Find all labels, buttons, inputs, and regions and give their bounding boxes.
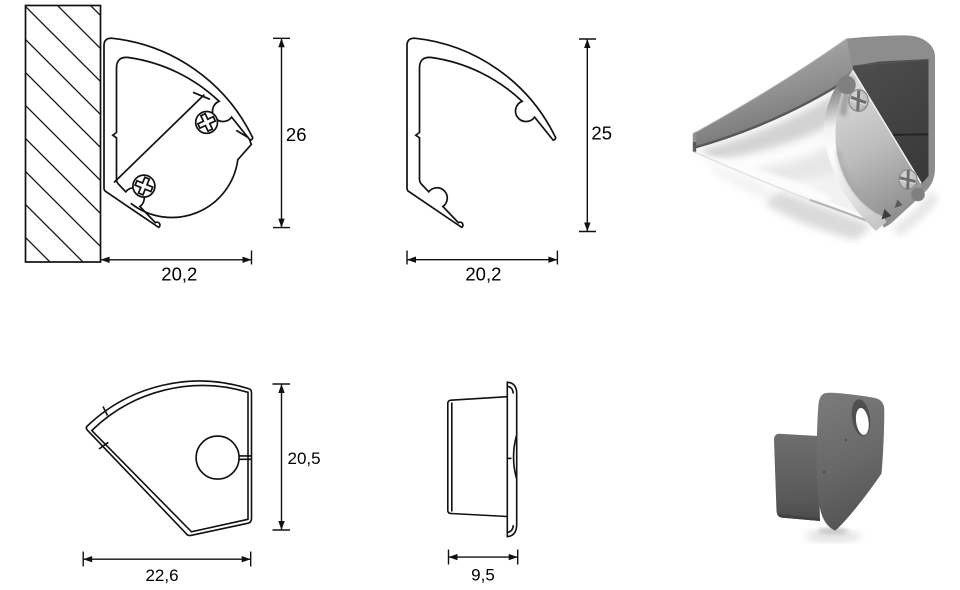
svg-text:22,6: 22,6 bbox=[145, 566, 178, 585]
svg-text:20,5: 20,5 bbox=[288, 449, 321, 468]
svg-text:20,2: 20,2 bbox=[161, 264, 197, 285]
svg-text:20,2: 20,2 bbox=[465, 264, 501, 285]
svg-text:25: 25 bbox=[591, 122, 612, 143]
svg-text:9,5: 9,5 bbox=[471, 566, 495, 585]
svg-text:26: 26 bbox=[286, 124, 307, 145]
